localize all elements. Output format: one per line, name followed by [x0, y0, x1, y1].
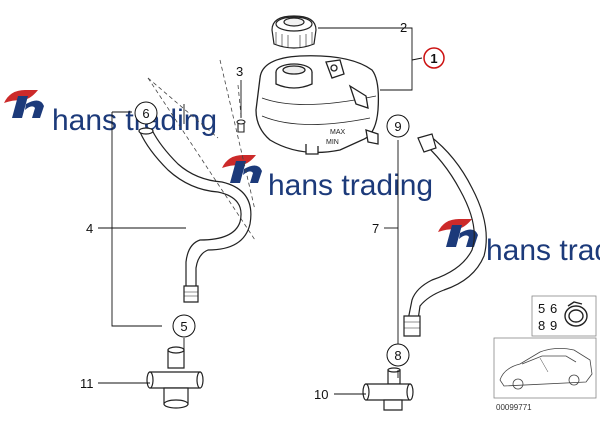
connector-part-10	[362, 367, 414, 411]
callout-label: 6	[142, 106, 149, 121]
watermark-logo-icon	[438, 219, 478, 247]
reservoir-cap	[271, 15, 317, 49]
hose-left	[138, 127, 252, 303]
watermark-logo-icon	[4, 90, 44, 118]
callout-4: 4	[86, 221, 93, 236]
legend-num: 5	[538, 301, 545, 316]
tank-max-mark: MAX	[330, 129, 346, 136]
callout-8: 8	[386, 343, 410, 367]
legend-num: 8	[538, 318, 545, 333]
callout-label: 8	[394, 348, 401, 363]
screw-part	[236, 119, 246, 133]
watermark-logo-icon	[222, 155, 262, 183]
callout-label: 5	[180, 319, 187, 334]
callout-label: 1	[430, 51, 437, 66]
vehicle-inset: 00099771	[493, 337, 597, 412]
callout-10: 10	[314, 387, 328, 402]
watermark-1: hans trading	[4, 90, 217, 137]
tank-min-mark: MIN	[326, 139, 339, 146]
expansion-tank: MAX MIN	[255, 55, 380, 155]
watermark-2: hans trading	[222, 155, 433, 202]
leader-lines	[98, 27, 423, 395]
watermark-text: hans trad	[486, 234, 600, 267]
callout-label: 9	[394, 119, 401, 134]
hose-right	[403, 133, 487, 337]
callout-1: 1	[423, 47, 445, 69]
dashed-guides	[147, 59, 256, 241]
callout-7: 7	[372, 221, 379, 236]
connector-part-11	[146, 346, 204, 409]
callout-11: 11	[80, 376, 94, 391]
callout-3: 3	[236, 64, 243, 79]
watermark-text: hans trading	[268, 169, 433, 202]
inset-code: 00099771	[496, 403, 532, 412]
watermark-3: hans trad	[438, 219, 600, 267]
callout-5: 5	[172, 314, 196, 338]
callout-6: 6	[134, 101, 158, 125]
callout-2: 2	[400, 20, 407, 35]
clamp-legend: 5 6 8 9	[531, 295, 597, 337]
legend-num: 9	[550, 318, 557, 333]
hose-clamp-icon	[564, 301, 588, 327]
watermark-text: hans trading	[52, 104, 217, 137]
legend-num: 6	[550, 301, 557, 316]
callout-9: 9	[386, 114, 410, 138]
car-icon	[499, 348, 593, 390]
